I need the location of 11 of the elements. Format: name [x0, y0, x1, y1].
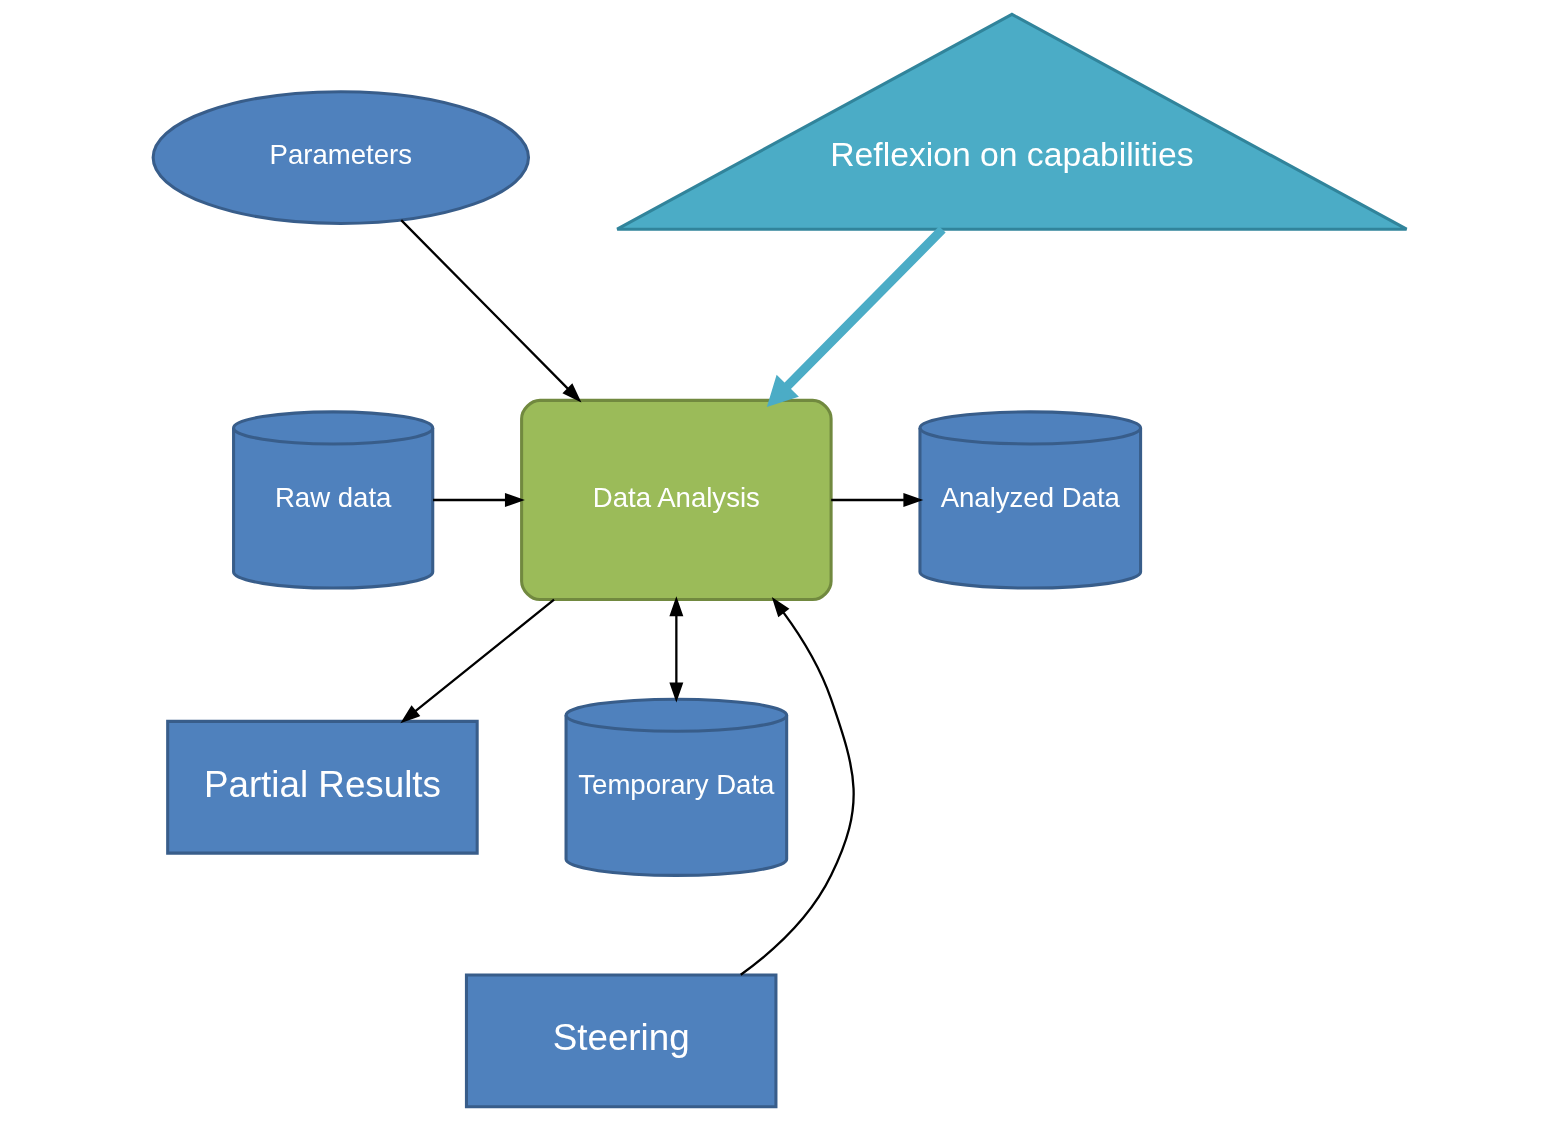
arrow	[830, 493, 923, 507]
arrow	[432, 493, 525, 507]
arrow	[668, 596, 683, 703]
arrow	[739, 597, 855, 976]
arrow	[399, 219, 581, 403]
arrow	[766, 226, 946, 407]
node-box: Partial Results	[165, 719, 479, 855]
arrow	[399, 598, 555, 724]
node-box: Data Analysis	[519, 398, 833, 602]
node-ellipse: Parameters	[151, 90, 530, 225]
node-box: Steering	[464, 973, 777, 1109]
